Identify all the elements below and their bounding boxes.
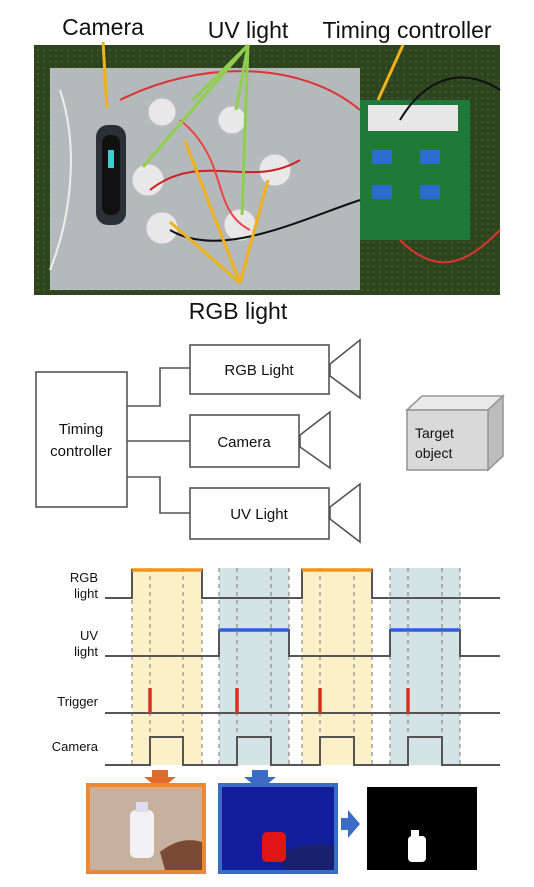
photo-timing-controller-label: Timing controller: [322, 17, 491, 43]
timing-camera-label: Camera: [52, 739, 99, 754]
uv-light-box: [189, 487, 330, 540]
photo-pointers: [101, 41, 405, 285]
rgb-light-box: [189, 344, 330, 395]
uv-light-label: UV Light: [230, 506, 288, 523]
uv-signal: [105, 629, 500, 657]
rgb-capture-image: [86, 783, 206, 874]
block-diagram: [35, 338, 506, 544]
camera-box-label: Camera: [217, 434, 271, 451]
target-object-cube: [404, 394, 506, 472]
timing-diagram: [105, 568, 500, 766]
camera-box: [189, 414, 300, 468]
photo-rgb-light-label: RGB light: [189, 298, 288, 324]
rgb-light-label: RGB Light: [224, 362, 294, 379]
timing-rgb-label-1: RGB: [70, 570, 98, 585]
camera-signal: [105, 736, 500, 766]
rgb-signal: [105, 569, 500, 599]
timing-uv-label-2: light: [74, 644, 98, 659]
timing-uv-label-1: UV: [80, 628, 98, 643]
photo-camera-label: Camera: [62, 14, 144, 40]
controller-box: [35, 371, 128, 508]
hardware-photo: [34, 45, 501, 295]
photo-uv-light-label: UV light: [208, 17, 289, 43]
output-arrows: [144, 770, 360, 838]
uv-capture-image: [218, 783, 338, 874]
timing-rgb-label-2: light: [74, 586, 98, 601]
timing-trigger-label: Trigger: [57, 694, 98, 709]
mask-image: [367, 787, 477, 870]
target-label-2: object: [415, 445, 452, 461]
controller-label-1: Timing: [59, 421, 103, 438]
controller-label-2: controller: [50, 443, 112, 460]
target-label-1: Target: [415, 425, 454, 441]
